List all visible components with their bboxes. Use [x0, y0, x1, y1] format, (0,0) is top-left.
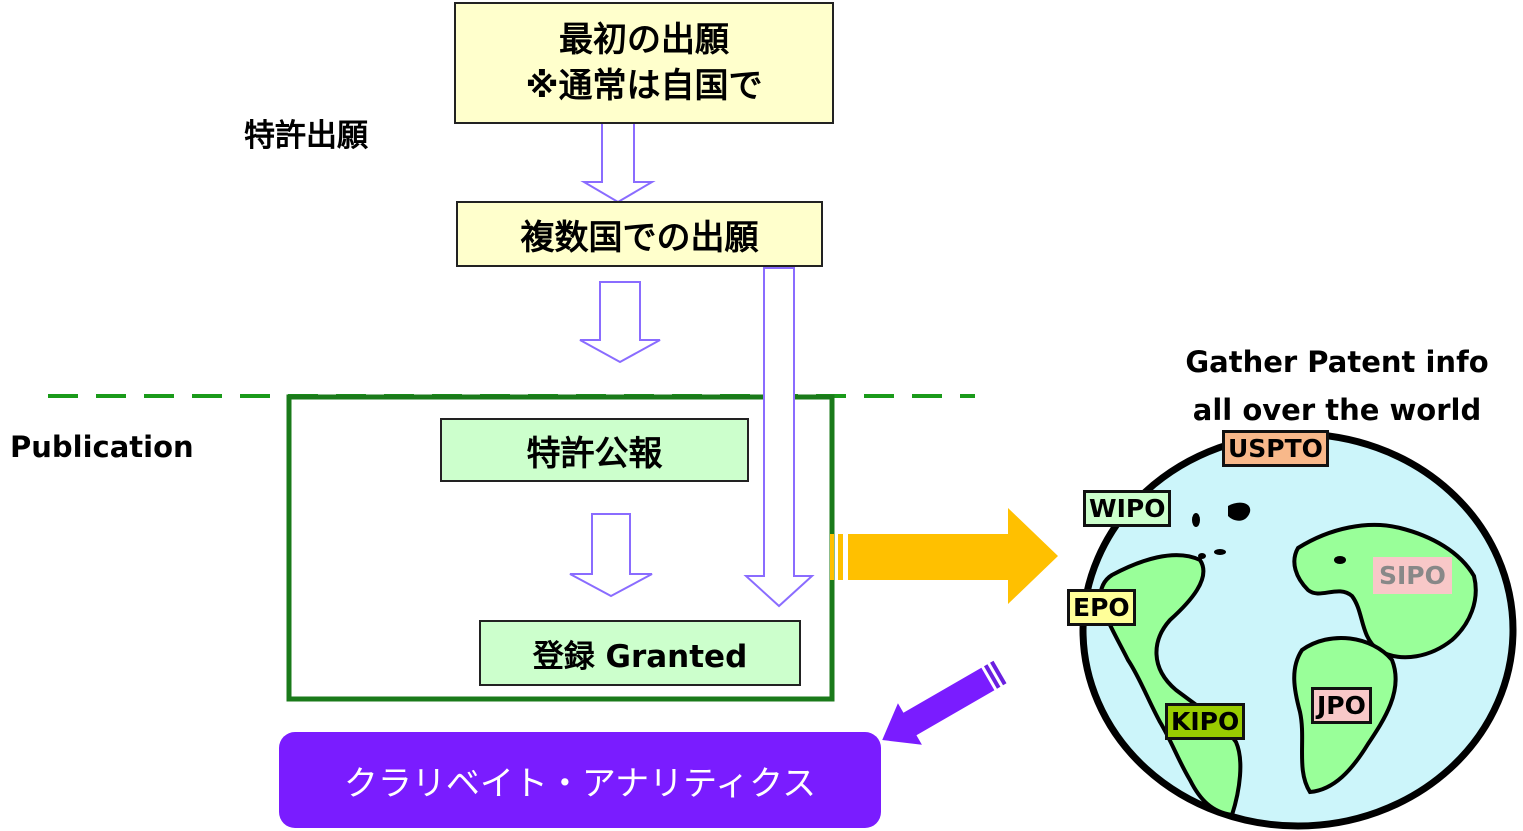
bypass-arrow	[743, 267, 815, 608]
multi-country-filing-box: 複数国での出願	[456, 201, 823, 267]
office-tag-wipo: WIPO	[1083, 490, 1172, 527]
publication-label: Publication	[10, 430, 194, 464]
gather-caption-line2: all over the world	[1192, 393, 1482, 427]
clarivate-analytics-label: クラリベイト・アナリティクス	[343, 763, 817, 804]
gather-caption-line1: Gather Patent info	[1185, 345, 1489, 379]
office-tag-jpo: JPO	[1311, 687, 1372, 724]
office-tag-uspto: USPTO	[1222, 430, 1329, 467]
first-filing-line2: ※通常は自国で	[525, 66, 763, 106]
patent-filing-label: 特許出願	[244, 118, 368, 154]
office-tag-epo: EPO	[1067, 589, 1136, 626]
office-tag-sipo: SIPO	[1373, 557, 1452, 594]
multi-country-filing-text: 複数国での出願	[520, 217, 759, 258]
down-arrow-3	[569, 513, 653, 598]
patent-gazette-box: 特許公報	[440, 418, 749, 482]
clarivate-analytics-button[interactable]: クラリベイト・アナリティクス	[279, 732, 881, 828]
granted-text: 登録 Granted	[532, 638, 748, 675]
first-filing-box: 最初の出願 ※通常は自国で	[454, 2, 834, 124]
granted-box: 登録 Granted	[479, 620, 801, 686]
first-filing-line1: 最初の出願	[559, 20, 729, 60]
office-tag-kipo: KIPO	[1165, 703, 1246, 740]
patent-gazette-text: 特許公報	[526, 433, 663, 474]
down-arrow-2	[579, 281, 661, 364]
return-arrow	[882, 660, 1007, 745]
gather-caption: Gather Patent info all over the world	[1164, 338, 1510, 434]
gather-arrow	[830, 508, 1058, 604]
land-islands	[1228, 502, 1251, 521]
down-arrow-1	[580, 117, 656, 204]
